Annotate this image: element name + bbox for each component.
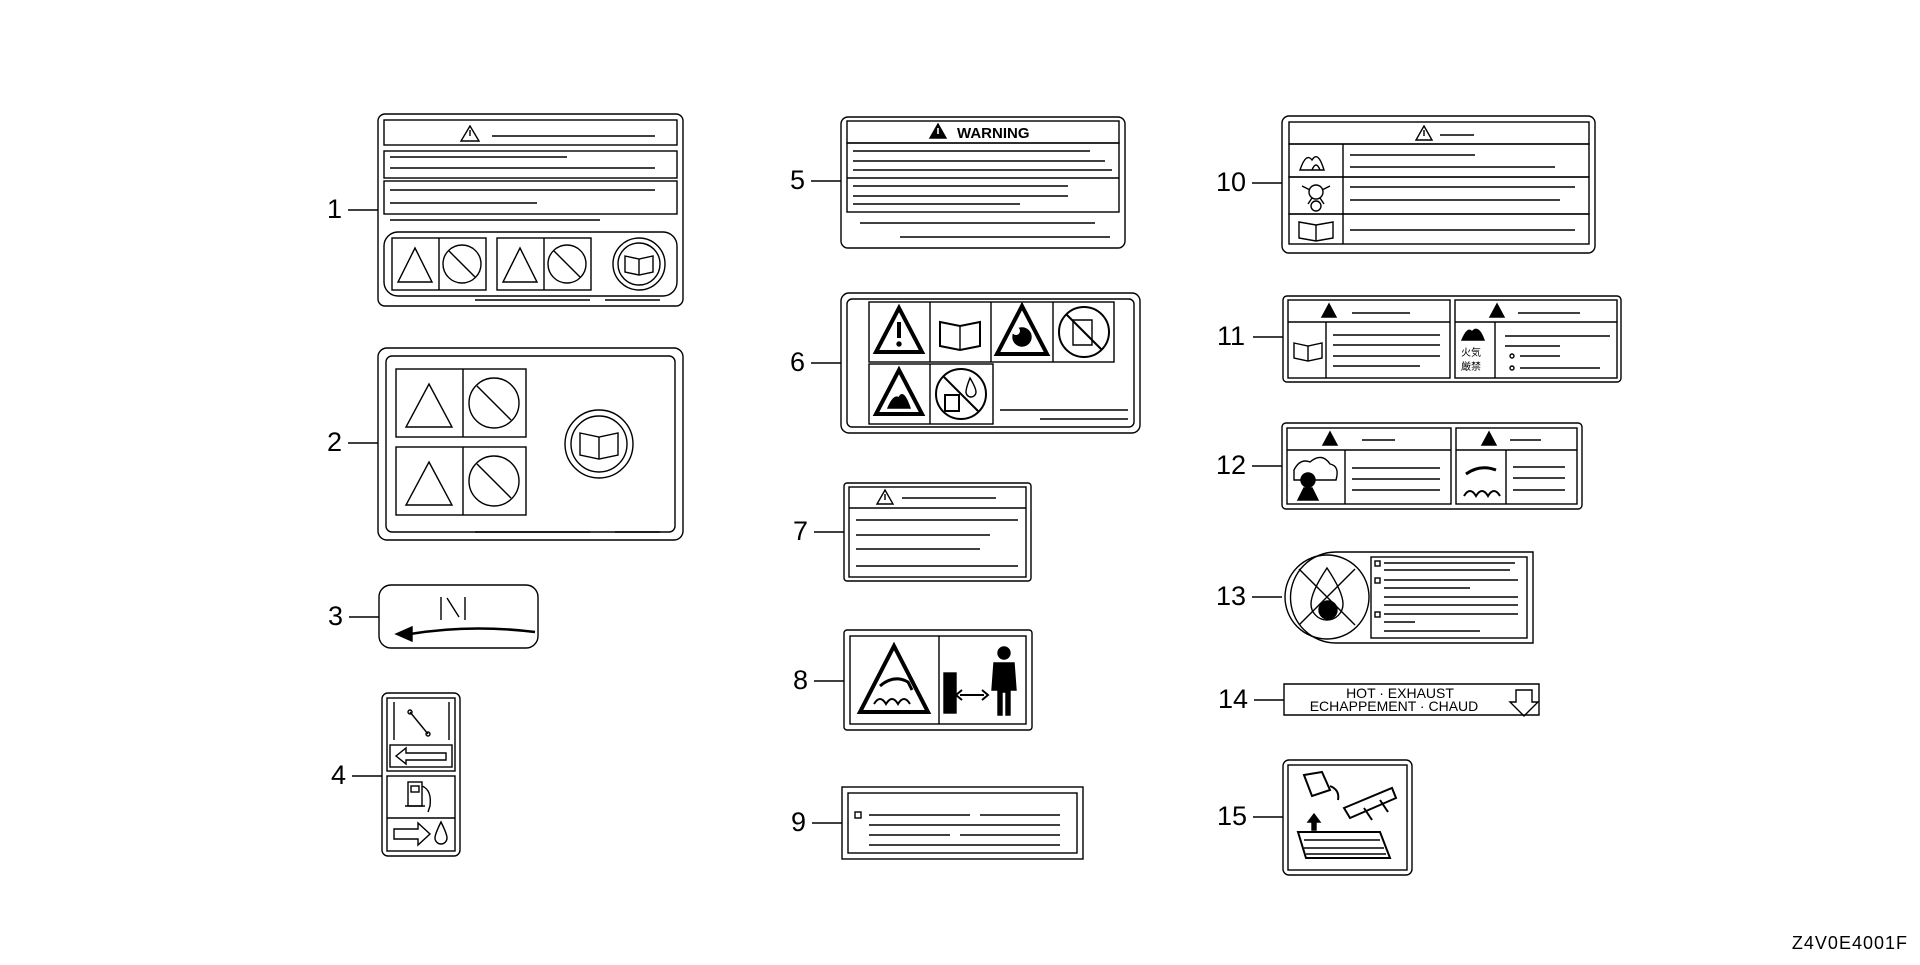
warning-triangle-icon	[1414, 124, 1434, 141]
callout-10: 10	[1216, 167, 1247, 197]
hot-exhaust-text: HOT · EXHAUST	[1346, 685, 1454, 701]
fuel-pump-icon	[405, 781, 432, 813]
down-arrow-icon	[1508, 689, 1540, 717]
prohibition-icon	[442, 244, 482, 284]
warning-triangle-icon	[1320, 302, 1338, 318]
warning-triangle-icon	[501, 246, 539, 283]
person-clearance-icon	[954, 646, 1017, 716]
arrow-right-icon	[393, 821, 432, 847]
warning-triangle-icon	[928, 122, 948, 139]
label-4	[381, 692, 461, 857]
label-6	[840, 292, 1141, 434]
label-12	[1281, 422, 1583, 510]
hot-surface-icon	[856, 641, 932, 714]
drip-icon	[434, 820, 448, 845]
warning-triangle-icon	[1321, 430, 1339, 446]
warning-triangle-icon	[1488, 302, 1506, 318]
fire-icon	[1299, 156, 1325, 171]
prohibition-icon	[468, 377, 520, 429]
label-10	[1281, 115, 1596, 254]
warning-triangle-icon	[396, 246, 434, 283]
fire-icon	[1460, 328, 1486, 341]
echappement-text: ECHAPPEMENT · CHAUD	[1310, 698, 1479, 714]
no-flame-icon	[1058, 306, 1110, 358]
hot-surface-icon	[1301, 184, 1331, 212]
leader-lines	[348, 180, 1284, 824]
label-9	[841, 786, 1084, 860]
callout-3: 3	[328, 601, 344, 631]
hot-surface-icon	[993, 301, 1051, 356]
warning-triangle-icon	[872, 303, 926, 354]
warning-triangle-icon	[404, 382, 454, 428]
label-8	[843, 629, 1033, 731]
throttle-icon	[440, 597, 466, 620]
callout-7: 7	[793, 516, 809, 546]
no-fuel-drop-icon	[1284, 554, 1370, 640]
arrow-left-icon	[394, 625, 536, 643]
throttle-icon	[407, 709, 431, 737]
callout-11: 11	[1217, 321, 1246, 351]
oil-pour-icon	[1296, 770, 1398, 859]
callout-13: 13	[1216, 581, 1247, 611]
label-11	[1282, 295, 1622, 383]
kanji-line-1: 火気	[1461, 346, 1481, 359]
warning-title: WARNING	[957, 125, 1030, 142]
prohibition-icon	[468, 455, 520, 507]
warning-triangle-icon	[404, 460, 454, 506]
label-3	[378, 584, 539, 649]
callout-5: 5	[790, 165, 806, 195]
warning-triangle-icon	[459, 124, 481, 142]
callout-15: 15	[1217, 801, 1248, 831]
callout-1: 1	[327, 194, 343, 224]
label-15	[1282, 759, 1413, 876]
callout-2: 2	[327, 427, 343, 457]
label-13	[1284, 551, 1534, 644]
callout-12: 12	[1216, 450, 1247, 480]
label-2	[377, 347, 684, 541]
manual-book-icon	[564, 409, 634, 479]
label-7	[843, 482, 1032, 582]
kanji-line-2: 厳禁	[1461, 360, 1481, 373]
callout-4: 4	[331, 760, 347, 790]
manual-book-icon	[939, 320, 981, 352]
no-fuel-drop-icon	[935, 368, 987, 420]
label-1	[377, 113, 684, 307]
callout-8: 8	[793, 665, 809, 695]
hot-surface-icon	[1293, 456, 1338, 501]
label-5	[840, 116, 1126, 249]
manual-book-icon	[612, 237, 666, 291]
label-14	[1283, 683, 1540, 717]
warning-triangle-icon	[1480, 430, 1498, 446]
drawing-code: Z4V0E4001F	[1791, 933, 1908, 953]
callout-6: 6	[790, 347, 806, 377]
manual-book-icon	[1293, 342, 1323, 362]
prohibition-icon	[547, 244, 587, 284]
hot-surface-icon	[1463, 466, 1501, 498]
manual-book-icon	[1298, 221, 1334, 242]
callout-9: 9	[791, 807, 807, 837]
fire-icon	[872, 365, 926, 416]
arrow-left-icon	[394, 746, 447, 766]
callout-14: 14	[1218, 684, 1249, 714]
warning-triangle-icon	[875, 488, 895, 505]
